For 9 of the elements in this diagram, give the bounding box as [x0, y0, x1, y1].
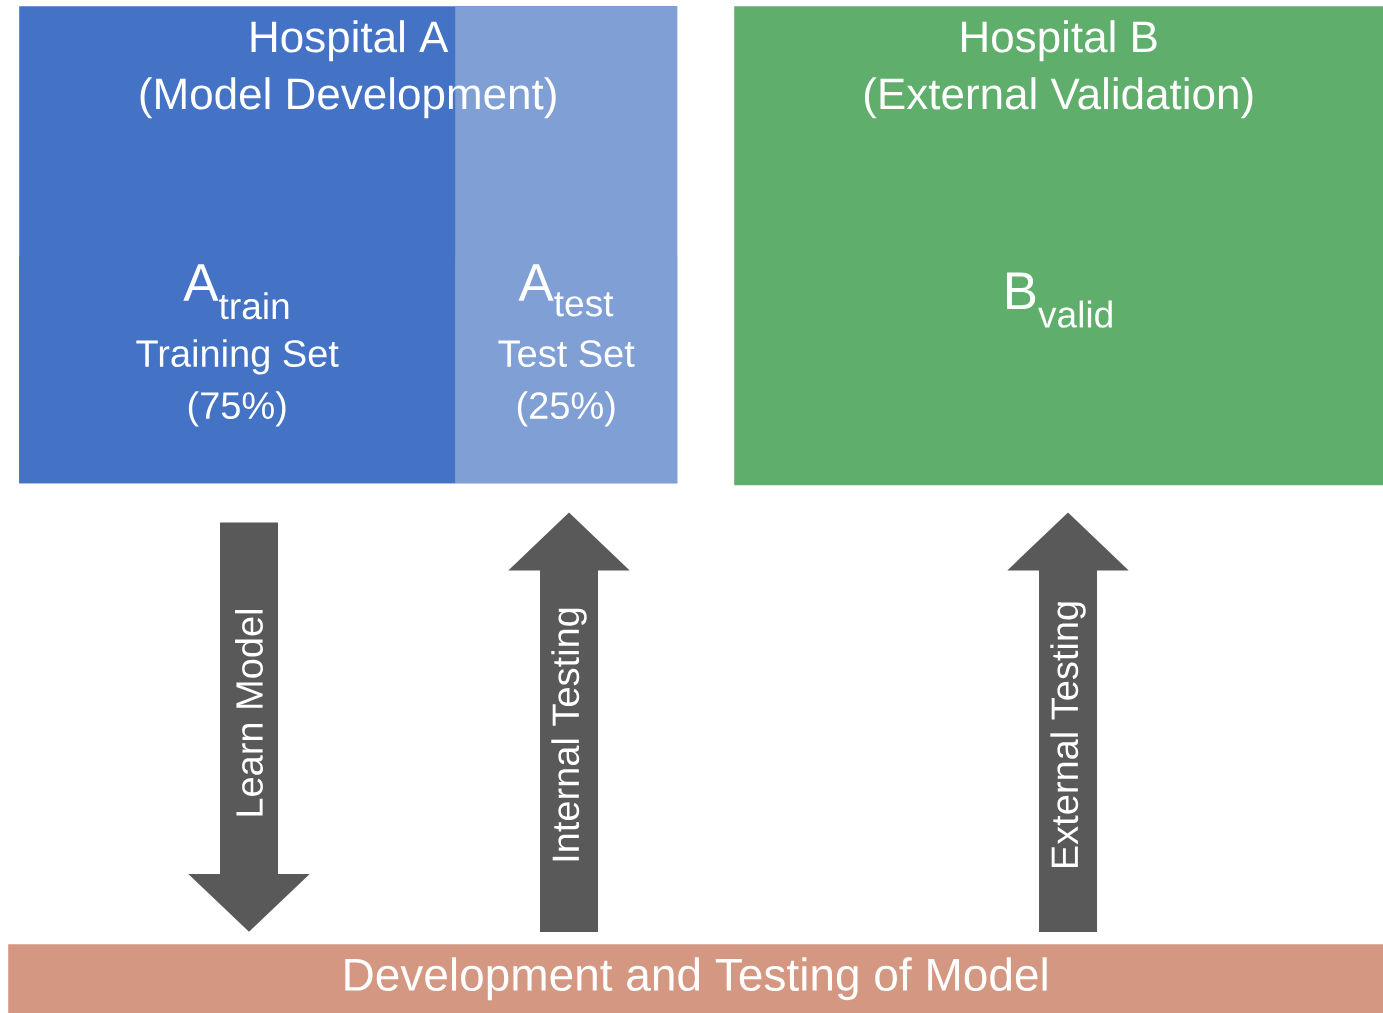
dataset-panel: A$_{train}$ Training Set (75%) — [19, 256, 456, 484]
hospital-box: Hospital B (External Validation) B$_{valid}$ — [734, 6, 1383, 486]
banner-bar: Development and Testing of Model — [8, 944, 1383, 1013]
node-label: A$_{train}$ — [183, 264, 289, 320]
arrow-label: External Testing — [1049, 598, 1087, 872]
dataset-panel: A$_{test}$ Test Set (25%) — [455, 256, 678, 484]
node-label: Training Set (75%) — [136, 339, 339, 427]
arrow-label: Internal Testing — [550, 605, 588, 865]
arrow-label: Learn Model — [234, 606, 264, 820]
